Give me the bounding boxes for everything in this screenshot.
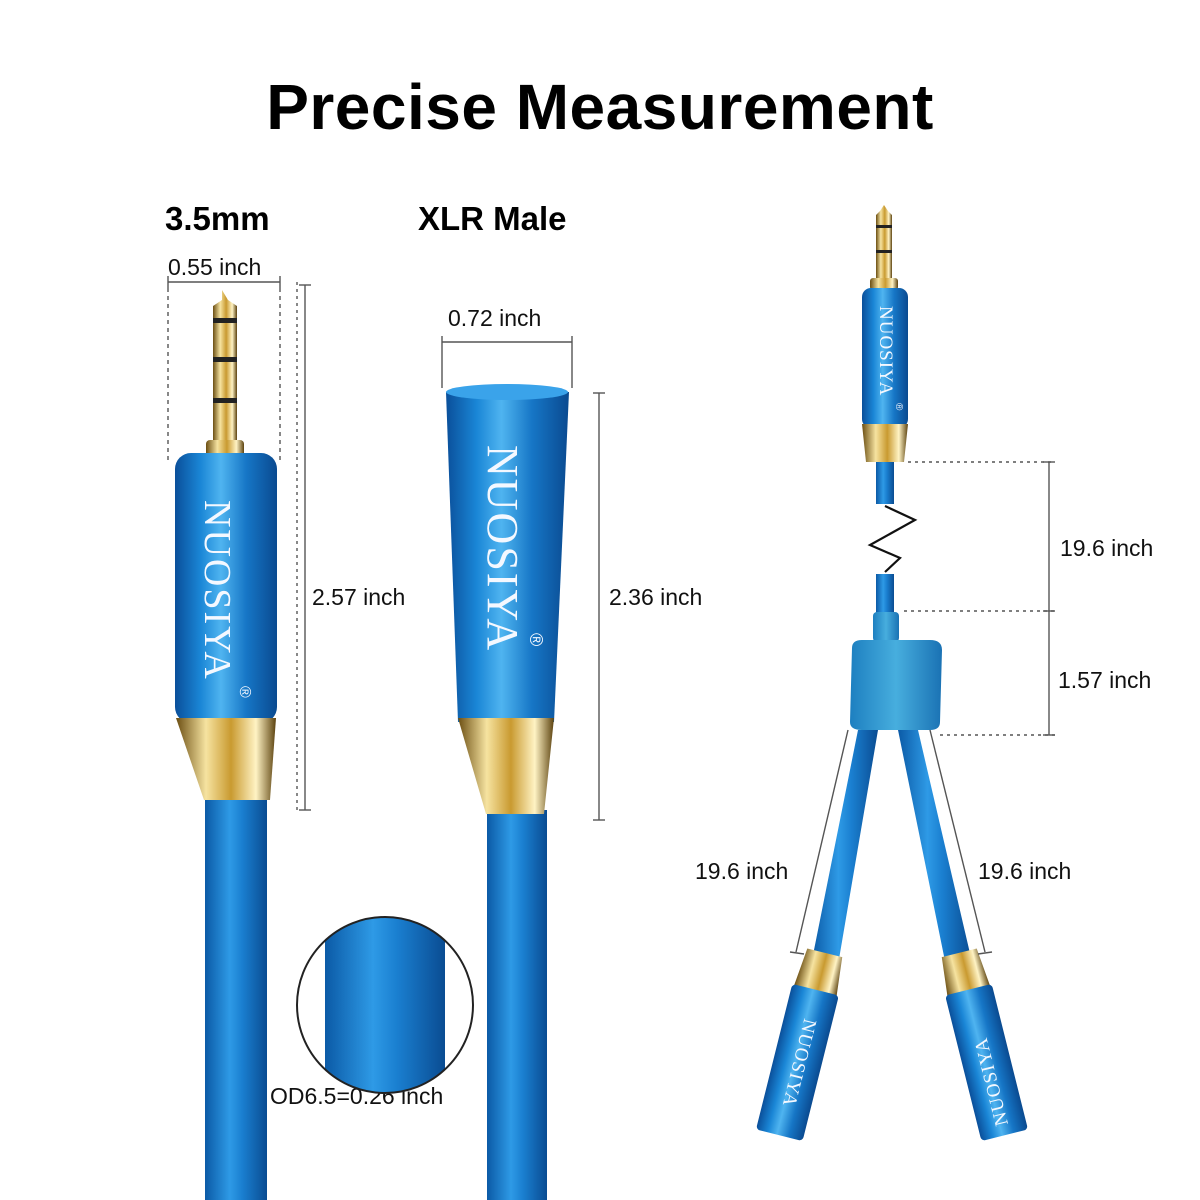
xlr-connector: NUOSIYA ® <box>446 384 569 1200</box>
branch-left-length-label: 19.6 inch <box>695 858 789 884</box>
jack-heading: 3.5mm <box>165 200 270 237</box>
cable-detail-circle <box>296 916 474 1094</box>
jack-connector: NUOSIYA ® <box>175 290 277 1200</box>
branch-right-length-label: 19.6 inch <box>978 858 1072 884</box>
xlr-brand-mark: ® <box>526 633 546 646</box>
splitter-jack-brand-text: NUOSIYA <box>875 306 896 396</box>
jack-width-label: 0.55 inch <box>168 254 262 280</box>
xlr-length-label: 2.36 inch <box>609 584 703 610</box>
svg-text:®: ® <box>893 403 904 411</box>
xlr-brand-text: NUOSIYA <box>478 445 527 652</box>
jack-brand-mark: ® <box>236 686 253 698</box>
jack-brand-text: NUOSIYA <box>196 500 238 681</box>
jack-length-label: 2.57 inch <box>312 584 406 610</box>
main-cable-length-label: 19.6 inch <box>1060 535 1154 561</box>
splitter-assembly: NUOSIYA ® NUOSIYA NUOSIYA <box>756 205 1028 1141</box>
xlr-width-label: 0.72 inch <box>448 305 542 331</box>
page-title: Precise Measurement <box>266 71 934 143</box>
splitter-dimensions <box>789 461 1055 955</box>
jack-dimensions <box>167 276 311 812</box>
xlr-dimensions <box>441 336 605 821</box>
xlr-heading: XLR Male <box>418 200 567 237</box>
splitter-length-label: 1.57 inch <box>1058 667 1152 693</box>
